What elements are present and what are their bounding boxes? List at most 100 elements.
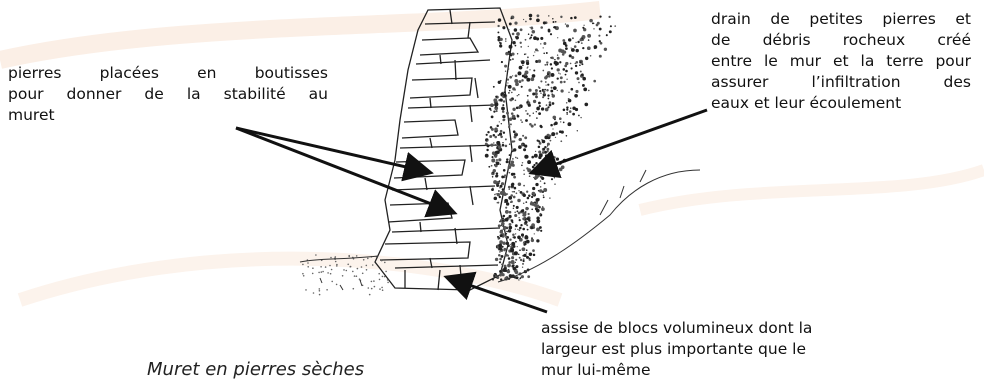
soil-dot (326, 289, 328, 291)
gravel-dot (588, 90, 590, 92)
gravel-dot (493, 111, 495, 113)
soil-dot (367, 258, 369, 260)
gravel-dot (543, 148, 545, 150)
gravel-dot (523, 19, 524, 20)
gravel-dot (572, 37, 574, 39)
gravel-dot (494, 197, 498, 201)
soil-dot (387, 279, 389, 281)
gravel-dot (536, 209, 540, 213)
gravel-dot (534, 123, 536, 125)
soil-dot (318, 272, 320, 274)
gravel-dot (493, 169, 496, 172)
gravel-dot (575, 42, 576, 43)
wall-stones (375, 8, 512, 290)
gravel-dot (546, 148, 549, 151)
gravel-dot (546, 52, 548, 54)
gravel-dot (568, 98, 570, 100)
gravel-dot (517, 235, 521, 239)
gravel-dot (551, 132, 555, 136)
gravel-dot (540, 93, 541, 94)
gravel-dot (494, 102, 498, 106)
gravel-dot (500, 130, 503, 133)
gravel-dot (599, 28, 602, 31)
soil-dot (336, 265, 338, 267)
gravel-dot (526, 256, 529, 259)
gravel-dot (538, 60, 541, 63)
gravel-dot (538, 102, 541, 105)
soil-dot (382, 289, 384, 291)
gravel-dot (576, 61, 579, 64)
gravel-dot (525, 39, 527, 41)
gravel-dot (501, 225, 502, 226)
soil-dot (384, 276, 386, 278)
gravel-dot (573, 29, 577, 33)
gravel-dot (599, 55, 602, 58)
soil-dot (354, 275, 356, 277)
gravel-dot (552, 128, 553, 129)
gravel-dot (508, 226, 512, 230)
gravel-dot (551, 73, 555, 77)
soil-dot (361, 266, 363, 268)
gravel-dot (498, 190, 500, 192)
gravel-dot (495, 106, 497, 108)
soil-dot (315, 254, 317, 256)
gravel-dot (560, 76, 563, 79)
gravel-dot (513, 236, 516, 239)
gravel-dot (572, 113, 575, 116)
gravel-dot (523, 170, 524, 171)
gravel-dot (508, 126, 510, 128)
gravel-dot (539, 142, 542, 145)
gravel-dot (550, 140, 552, 142)
gravel-dot (571, 67, 573, 69)
gravel-dot (520, 28, 523, 31)
gravel-dot (494, 155, 497, 158)
gravel-dot (504, 65, 507, 68)
gravel-dot (535, 96, 536, 97)
gravel-dot (531, 156, 534, 159)
gravel-dot (523, 185, 525, 187)
gravel-dot (505, 210, 509, 214)
gravel-dot (575, 108, 578, 111)
gravel-dot (517, 115, 520, 118)
gravel-dot (511, 92, 513, 94)
gravel-dot (544, 136, 548, 140)
gravel-dot (533, 69, 535, 71)
gravel-dot (540, 213, 542, 215)
gravel-dot (503, 227, 505, 229)
gravel-dot (542, 70, 544, 72)
gravel-dot (575, 71, 578, 74)
gravel-dot (499, 221, 500, 222)
gravel-dot (568, 38, 571, 41)
gravel-dot (583, 25, 584, 26)
gravel-dot (509, 90, 511, 92)
gravel-dot (506, 112, 509, 115)
annotation-line: drain de petites pierres et (711, 9, 971, 30)
gravel-dot (498, 18, 501, 21)
gravel-dot (507, 264, 511, 268)
gravel-dot (512, 221, 514, 223)
gravel-dot (515, 259, 517, 261)
gravel-dot (606, 34, 608, 36)
gravel-dot (517, 95, 518, 96)
gravel-dot (502, 188, 504, 190)
gravel-dot (497, 31, 499, 33)
gravel-dot (522, 247, 526, 251)
gravel-dot (521, 121, 523, 123)
gravel-dot (546, 64, 548, 66)
gravel-dot (507, 193, 509, 195)
gravel-dot (525, 221, 528, 224)
gravel-dot (522, 236, 524, 238)
gravel-dot (514, 22, 517, 25)
gravel-dot (556, 157, 559, 160)
gravel-dot (526, 78, 530, 82)
gravel-dot (575, 65, 577, 67)
gravel-dot (519, 229, 521, 231)
gravel-dot (522, 162, 523, 163)
gravel-dot (505, 207, 507, 209)
gravel-dot (539, 189, 543, 193)
gravel-dot (545, 75, 548, 78)
gravel-dot (543, 196, 545, 198)
soil-dot (307, 266, 309, 268)
gravel-dot (524, 136, 527, 139)
gravel-dot (518, 190, 519, 191)
